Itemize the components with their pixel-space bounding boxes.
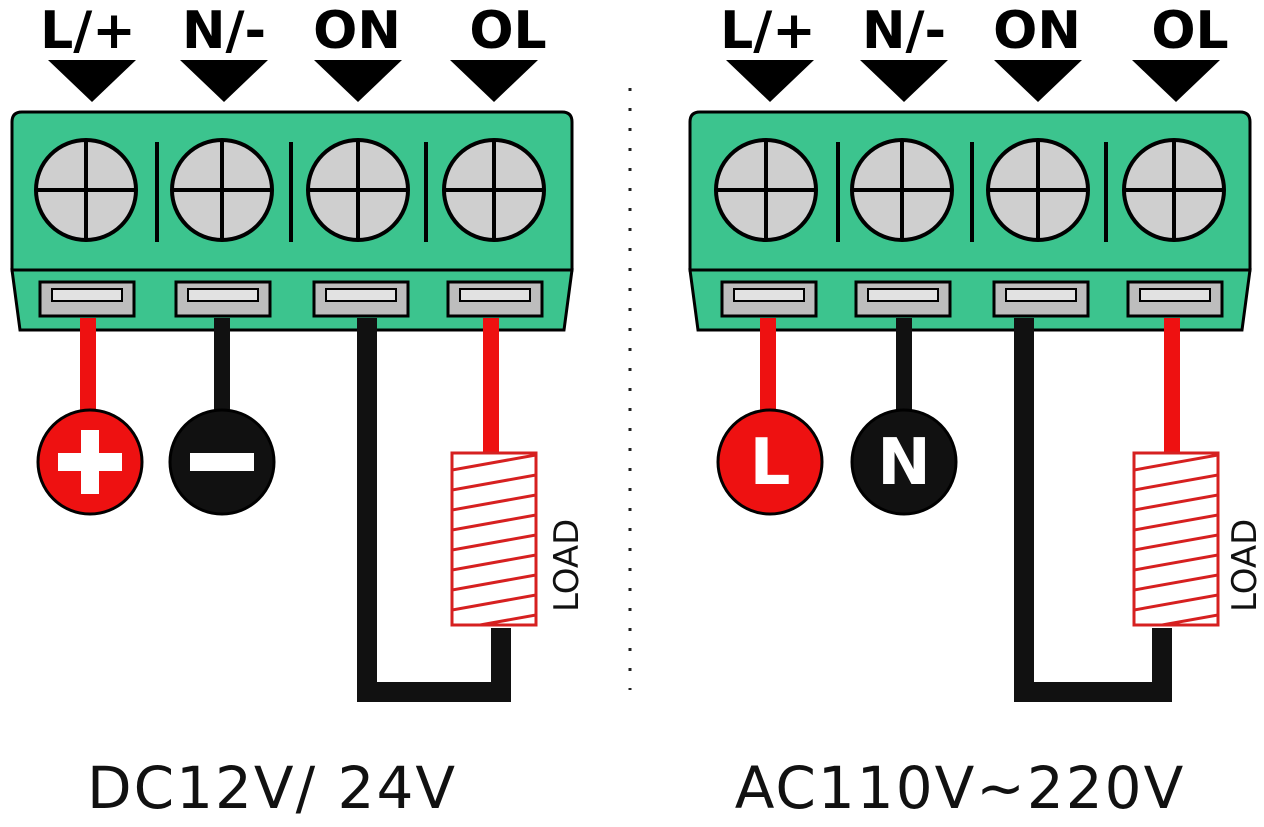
ac-load-label: LOAD [1225,519,1264,612]
dc-arrow-ol-icon [450,60,538,102]
ac-neutral-icon: N [850,408,958,516]
ac-load-icon [1132,451,1220,627]
dc-screw-ol-icon [442,138,546,242]
ac-line-symbol: L [750,426,791,500]
ac-wire-line [760,318,776,418]
ac-arrow-n-icon [860,60,948,102]
dc-wire-negative [214,318,230,418]
dc-load-label: LOAD [547,519,587,612]
ac-wire-neutral [896,318,912,418]
dc-wire-on-return [357,318,511,702]
ac-screw-l-icon [714,138,818,242]
dc-screw-on-icon [306,138,410,242]
ac-screw-on-icon [986,138,1090,242]
ac-line-icon: L [716,408,824,516]
ac-panel: L/+ N/- ON OL [688,1,1264,822]
ac-neutral-symbol: N [877,426,931,500]
ac-arrow-on-icon [994,60,1082,102]
ac-screw-n-icon [850,138,954,242]
ac-arrow-l-icon [726,60,814,102]
ac-terminal-label-ol: OL [1151,1,1228,61]
dc-arrow-l-icon [48,60,136,102]
dc-negative-icon: − [168,408,276,516]
ac-wire-on-return [1014,318,1172,702]
dc-panel: L/+ N/- ON OL [10,1,587,822]
dc-arrow-n-icon [180,60,268,102]
ac-screw-ol-icon [1122,138,1226,242]
ac-terminal-label-on: ON [993,1,1081,61]
dc-terminal-label-ol: OL [469,1,546,61]
dc-terminal-label-on: ON [313,1,401,61]
ac-voltage-label: AC110V~220V [735,754,1186,822]
dc-voltage-label: DC12V/ 24V [87,754,457,822]
dc-screw-n-icon [170,138,274,242]
dc-terminal-label-l: L/+ [40,1,136,61]
ac-wire-ol [1164,318,1180,453]
dc-terminal-label-n: N/- [182,1,266,61]
dc-arrow-on-icon [314,60,402,102]
dc-wire-positive [80,318,96,418]
ac-terminal-label-l: L/+ [720,1,816,61]
dc-load-icon [450,451,538,627]
ac-arrow-ol-icon [1132,60,1220,102]
ac-terminal-label-n: N/- [862,1,946,61]
dc-screw-l-icon [34,138,138,242]
dc-wire-ol [483,318,499,453]
dc-positive-icon: + [36,408,144,516]
